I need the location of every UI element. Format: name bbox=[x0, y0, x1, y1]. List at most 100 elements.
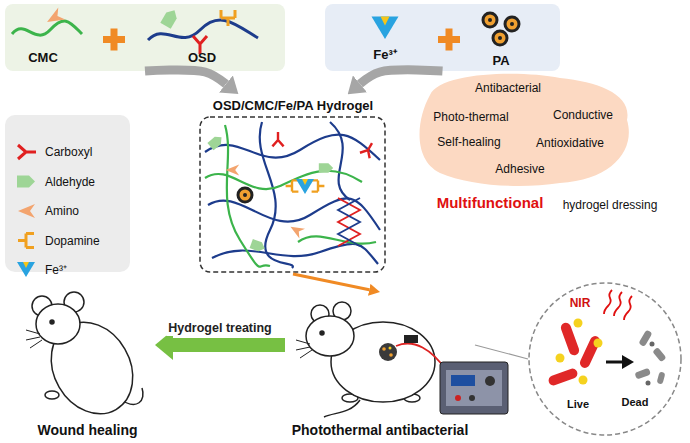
plus-sign bbox=[103, 29, 460, 51]
mouse bbox=[306, 316, 354, 356]
kill-arrow bbox=[622, 355, 634, 369]
legend-box bbox=[5, 115, 130, 272]
particle-name: PA bbox=[492, 53, 509, 69]
kill-arrow bbox=[606, 355, 634, 369]
polymer-network bbox=[330, 122, 350, 200]
dead-bacteria bbox=[634, 330, 666, 386]
property-cloud: AntibacterialPhoto-thermal ConductiveSelf… bbox=[415, 72, 683, 220]
laser-device bbox=[485, 376, 495, 386]
network-groups bbox=[207, 134, 224, 151]
live-bacteria bbox=[547, 367, 579, 387]
legend-text: Aldehyde bbox=[45, 175, 95, 189]
mouse-stage: Wound healing bbox=[20, 292, 155, 443]
network-groups bbox=[319, 163, 333, 173]
plus-sign bbox=[446, 29, 453, 51]
flow-arrow bbox=[145, 70, 226, 84]
network-groups bbox=[296, 179, 314, 194]
edge-label: Hydrogel treating bbox=[166, 321, 274, 336]
network-groups bbox=[360, 140, 377, 158]
kill-arrow bbox=[606, 361, 624, 364]
zoom-line bbox=[475, 345, 528, 359]
laser-device bbox=[446, 370, 502, 406]
polymer-network bbox=[260, 122, 293, 268]
state-label: Live bbox=[567, 398, 589, 411]
panel bbox=[5, 4, 285, 71]
hydrogel-box: OSD/CMC/Fe/PA Hydrogel bbox=[198, 92, 388, 274]
nir-waves bbox=[604, 290, 632, 320]
laser-device bbox=[396, 335, 508, 414]
dead-bacteria bbox=[657, 371, 666, 384]
mouse bbox=[26, 330, 42, 348]
wound bbox=[379, 343, 397, 361]
dead-bacteria bbox=[646, 381, 651, 386]
treatment-arrow bbox=[173, 338, 285, 352]
property: Photo-thermal bbox=[433, 110, 508, 124]
network-groups bbox=[250, 239, 267, 253]
legend-symbol bbox=[18, 234, 34, 248]
property: Adhesive bbox=[495, 162, 544, 176]
legend-symbol bbox=[17, 145, 36, 277]
magnified-view bbox=[529, 283, 681, 435]
network-groups bbox=[226, 164, 240, 175]
wound bbox=[379, 343, 397, 361]
pa-particles bbox=[505, 17, 519, 31]
osd-chain bbox=[160, 7, 179, 29]
live-bacteria bbox=[594, 339, 603, 348]
legend-symbol bbox=[17, 262, 35, 277]
wound bbox=[389, 353, 393, 357]
stage-caption: Photothermal antibacterial bbox=[292, 422, 469, 439]
property: Self-healing bbox=[437, 135, 500, 149]
pa-particles bbox=[483, 13, 497, 27]
plus-sign bbox=[111, 29, 118, 51]
polymer-name: CMC bbox=[28, 50, 58, 66]
polymer-network bbox=[205, 135, 380, 160]
osd-chain bbox=[148, 7, 258, 54]
hydrogel-title: OSD/CMC/Fe/PA Hydrogel bbox=[213, 98, 373, 114]
legend-symbol bbox=[18, 204, 35, 218]
laser-device bbox=[440, 362, 508, 414]
live-bacteria bbox=[547, 319, 602, 387]
property-heading: Multifunctional bbox=[437, 194, 544, 212]
dead-bacteria bbox=[652, 347, 666, 362]
pa-particles bbox=[493, 31, 507, 45]
nir-waves bbox=[624, 296, 632, 320]
network-groups bbox=[286, 180, 299, 191]
laser-device bbox=[455, 395, 461, 401]
mouse bbox=[296, 302, 435, 417]
state-label: Dead bbox=[622, 396, 649, 409]
live-bacteria bbox=[556, 354, 565, 363]
property-heading: hydrogel dressing bbox=[563, 198, 658, 212]
polymer-network bbox=[338, 198, 360, 246]
live-bacteria bbox=[579, 376, 588, 385]
legend-symbol bbox=[17, 176, 35, 188]
mouse bbox=[296, 340, 312, 358]
mouse bbox=[45, 391, 59, 399]
polymer-name: OSD bbox=[188, 50, 216, 66]
mouse bbox=[50, 320, 54, 324]
property: Conductive bbox=[553, 108, 613, 122]
live-bacteria bbox=[574, 319, 583, 328]
legend-symbol bbox=[18, 145, 36, 159]
polymer-network bbox=[205, 171, 362, 189]
stage-caption: Wound healing bbox=[37, 422, 137, 439]
legend-text: Amino bbox=[45, 204, 79, 218]
network-groups bbox=[272, 132, 283, 146]
illustration bbox=[372, 17, 399, 40]
property: Antibacterial bbox=[475, 81, 541, 95]
mouse bbox=[36, 304, 80, 344]
polymer-network bbox=[212, 244, 378, 264]
network-groups bbox=[207, 132, 376, 253]
network-groups bbox=[238, 188, 252, 202]
dead-bacteria bbox=[650, 342, 655, 347]
property-blob bbox=[420, 74, 629, 186]
legend-text: Carboxyl bbox=[45, 145, 92, 159]
ion-name: Fe³⁺ bbox=[373, 47, 397, 63]
nir-label: NIR bbox=[570, 296, 591, 310]
polymer-network bbox=[298, 236, 376, 243]
dead-bacteria bbox=[634, 368, 650, 380]
mouse bbox=[324, 400, 360, 417]
property: Antioxidative bbox=[536, 136, 604, 150]
polymer-network bbox=[338, 198, 360, 246]
